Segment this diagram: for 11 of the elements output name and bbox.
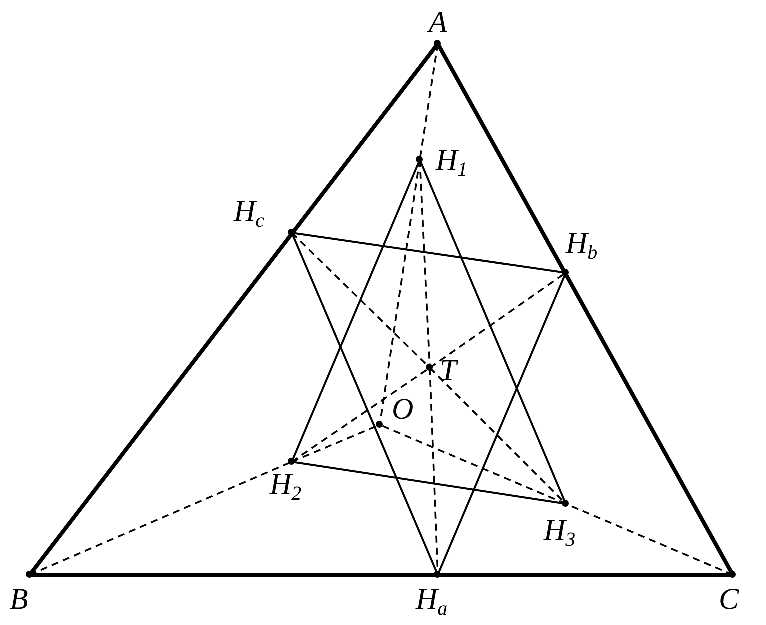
point-label: C: [719, 585, 740, 615]
point-label: H$_{c}$: [234, 197, 265, 227]
point-label: H$_{1}$: [436, 146, 468, 176]
point-label: H$_{b}$: [566, 229, 598, 259]
point-label: B: [10, 585, 28, 615]
point-label: H$_{3}$: [544, 516, 576, 546]
point-label: H$_{a}$: [416, 585, 448, 615]
point-label: T: [440, 356, 457, 386]
point-label: O: [392, 395, 414, 425]
point-label: A: [429, 8, 448, 38]
point-label: H$_{2}$: [270, 470, 302, 500]
